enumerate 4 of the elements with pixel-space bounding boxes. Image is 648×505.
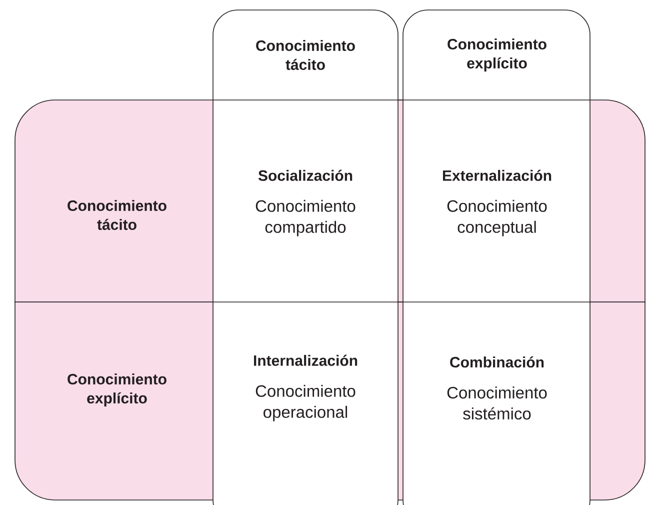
matrix-cell: Combinación Conocimiento sistémico (447, 356, 547, 420)
matrix-cell: Internalización Conocimiento operacional (254, 354, 358, 422)
matrix-cell: Socialización Conocimiento compartido (256, 170, 356, 236)
matrix-cell: Externalización Conocimiento conceptual (442, 170, 552, 236)
